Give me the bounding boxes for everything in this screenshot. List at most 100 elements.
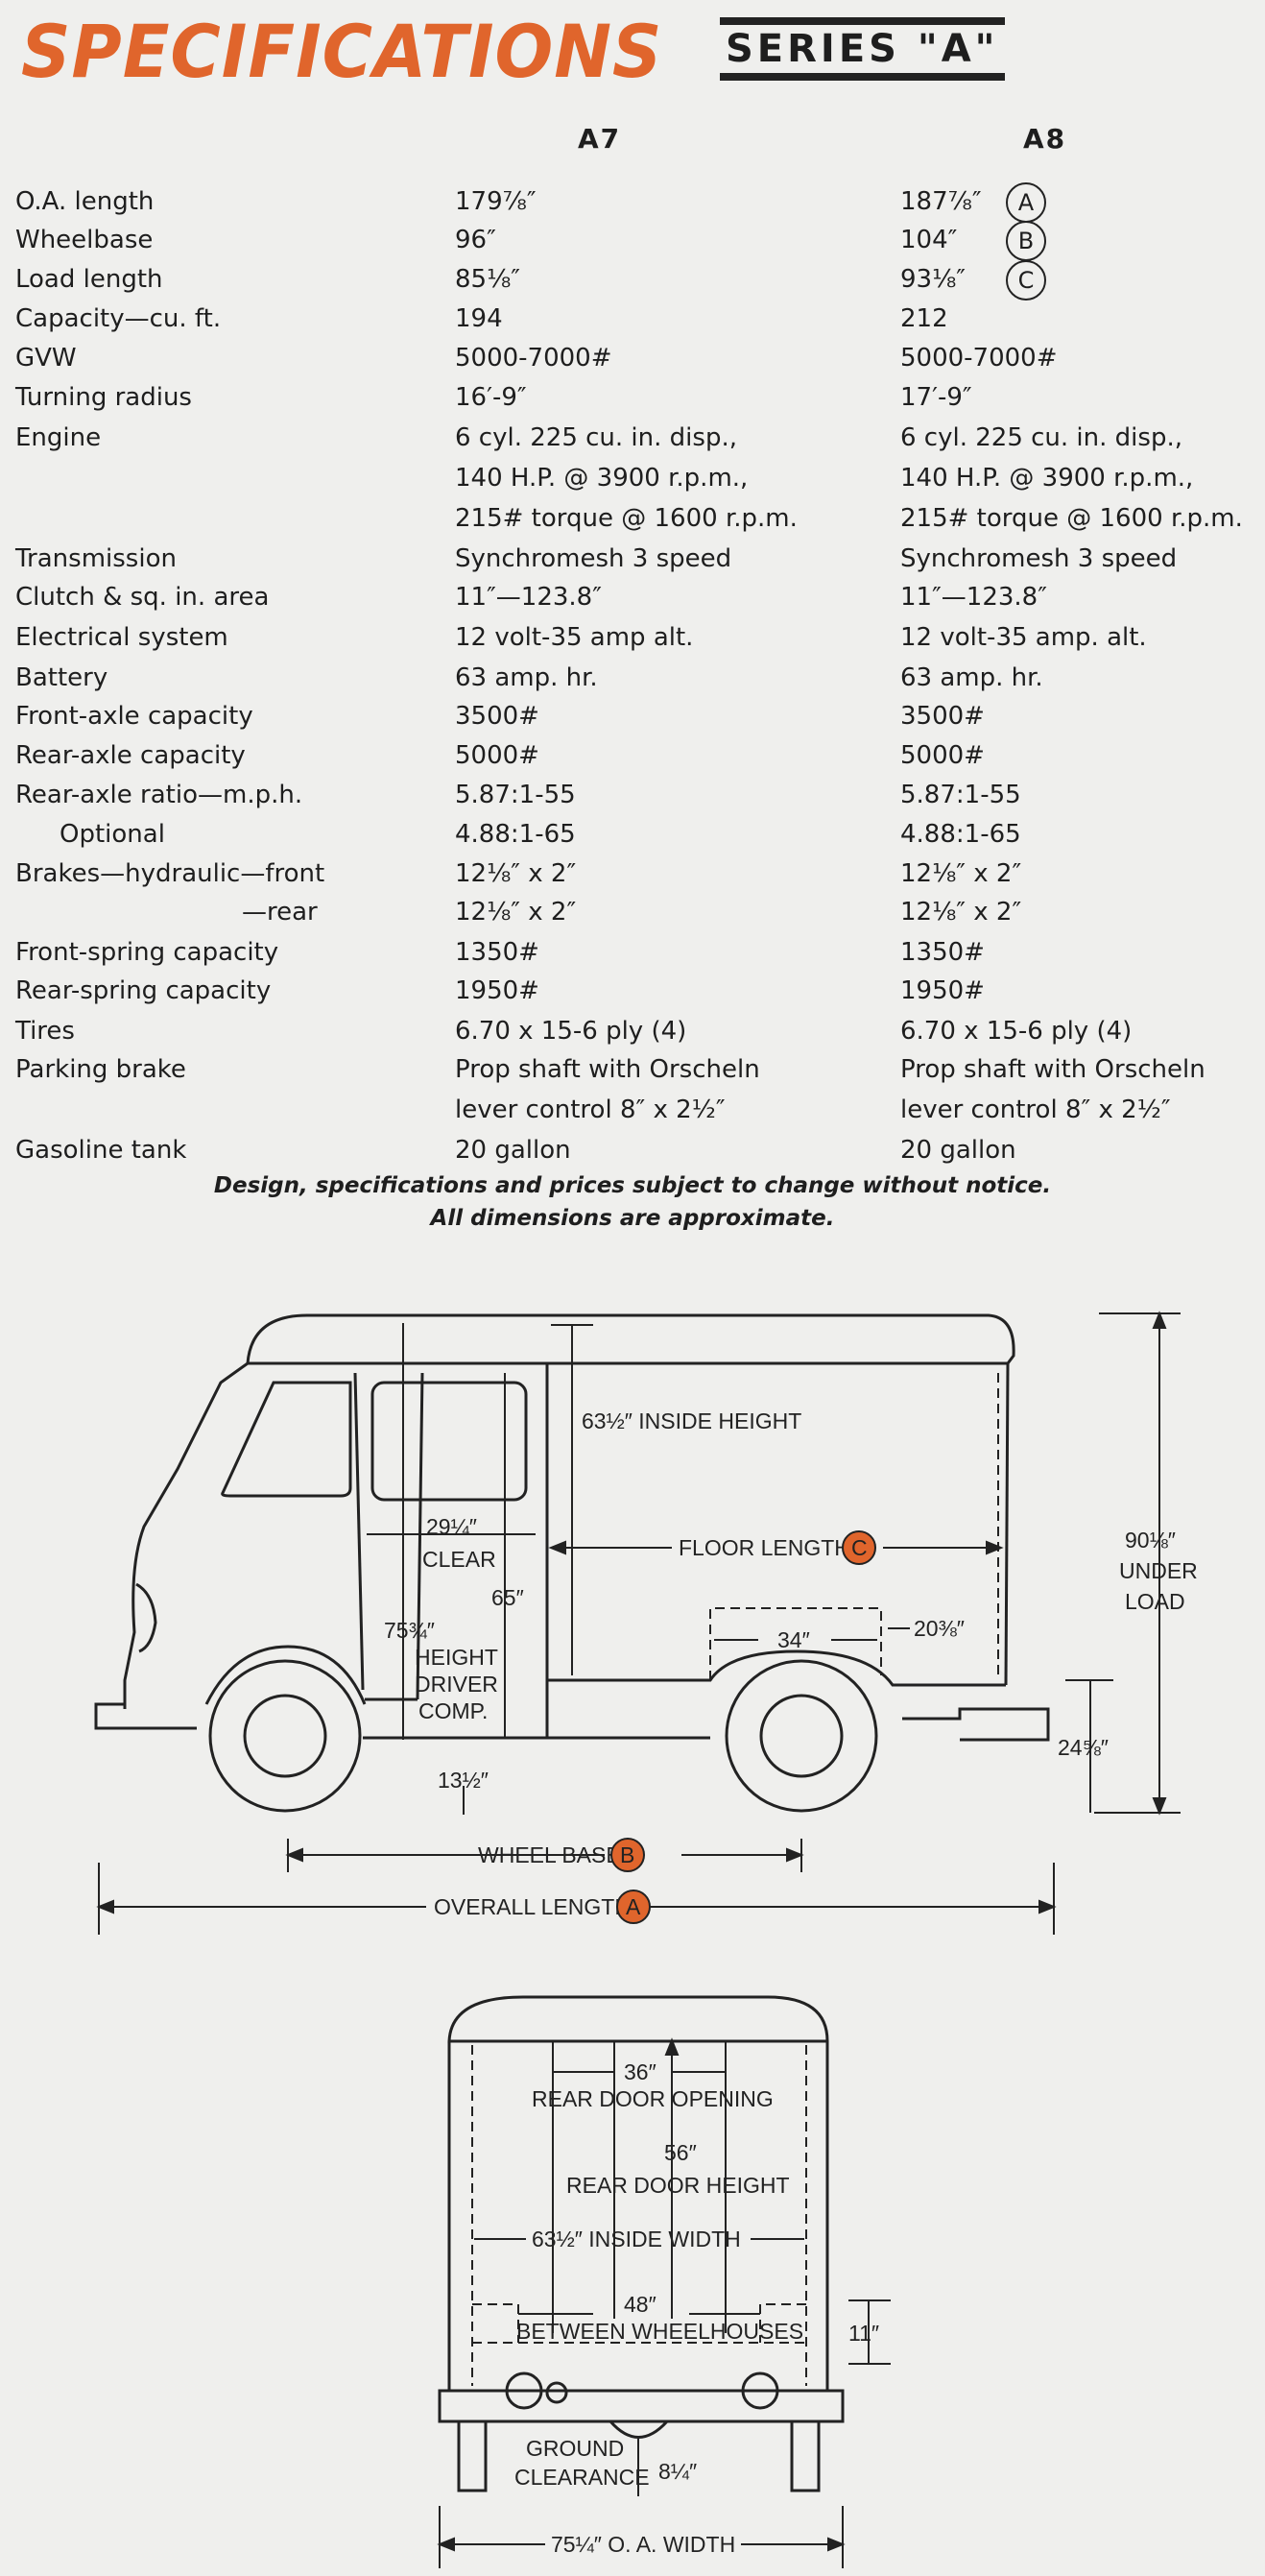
rear-door-height-label: REAR DOOR HEIGHT xyxy=(566,2173,790,2198)
spec-value-a7: 1950# xyxy=(455,976,539,1005)
spec-value-a7: 20 gallon xyxy=(455,1136,571,1165)
under-load-label-2: LOAD xyxy=(1125,1589,1185,1614)
spec-value-a7: 12 volt-35 amp alt. xyxy=(455,623,694,652)
height-label: HEIGHT xyxy=(415,1645,498,1670)
dim-8-label: 8¼″ xyxy=(658,2459,697,2484)
spec-value-a7: 5.87:1-55 xyxy=(455,781,576,809)
wheel-base-marker xyxy=(610,1838,645,1872)
spec-value-a8: 187⅞″ xyxy=(900,187,982,216)
spec-value-a8: 104″ xyxy=(900,226,958,254)
wheel-base-label: WHEEL BASE xyxy=(478,1842,621,1867)
spec-value-a8: 212 xyxy=(900,304,948,333)
spec-value-a8: 63 amp. hr. xyxy=(900,663,1043,692)
dim-48-label: 48″ xyxy=(624,2292,656,2317)
spec-value-a8: 140 H.P. @ 3900 r.p.m., xyxy=(900,464,1194,493)
spec-label: Clutch & sq. in. area xyxy=(15,583,270,612)
inside-width-label: 63½″ INSIDE WIDTH xyxy=(532,2227,741,2251)
spec-label: Brakes—hydraulic—front xyxy=(15,859,325,888)
clear-dim-label: 29¼″ xyxy=(426,1514,477,1539)
spec-label: Rear-spring capacity xyxy=(15,976,272,1005)
spec-value-a8: 5000# xyxy=(900,741,985,770)
spec-value-a7: 6.70 x 15-6 ply (4) xyxy=(455,1017,687,1046)
clearance-label: CLEARANCE xyxy=(514,2465,650,2490)
spec-value-a7: 215# torque @ 1600 r.p.m. xyxy=(455,504,798,533)
spec-value-a7: 96″ xyxy=(455,226,496,254)
floor-length-label: FLOOR LENGTH xyxy=(679,1535,850,1560)
floor-length-marker-text: C xyxy=(851,1535,868,1560)
spec-label: Front-axle capacity xyxy=(15,702,253,731)
spec-value-a8: 17′-9″ xyxy=(900,383,972,412)
spec-label: Front-spring capacity xyxy=(15,938,279,967)
dim-24-label: 24⅝″ xyxy=(1058,1735,1109,1760)
spec-label: Rear-axle ratio—m.p.h. xyxy=(15,781,303,809)
spec-label: Tires xyxy=(15,1017,75,1046)
overall-length-marker xyxy=(616,1890,651,1924)
series-label: SERIES "A" xyxy=(720,17,1005,81)
disclaimer-line-2: All dimensions are approximate. xyxy=(430,1206,835,1231)
spec-value-a7: 6 cyl. 225 cu. in. disp., xyxy=(455,423,737,452)
spec-value-a7: 85⅛″ xyxy=(455,265,520,294)
spec-value-a8: 12⅛″ x 2″ xyxy=(900,898,1022,927)
spec-label: Gasoline tank xyxy=(15,1136,187,1165)
column-header-a7: A7 xyxy=(578,123,622,155)
spec-value-a8: 5000-7000# xyxy=(900,344,1058,373)
rear-view-labels: 36″ REAR DOOR OPENING 56″ REAR DOOR HEIG… xyxy=(514,2059,879,2557)
driver-label: DRIVER xyxy=(415,1672,498,1697)
spec-label: Optional xyxy=(60,820,165,849)
between-wheelhouses-label: BETWEEN WHEELHOUSES xyxy=(516,2319,803,2344)
inside-height-label: 63½″ INSIDE HEIGHT xyxy=(582,1408,801,1433)
dim-65-label: 65″ xyxy=(491,1585,524,1610)
side-view-labels: 63½″ INSIDE HEIGHT 29¼″ CLEAR FLOOR LENG… xyxy=(384,1408,1198,1924)
spec-value-a8: 12⅛″ x 2″ xyxy=(900,859,1022,888)
dim-11-label: 11″ xyxy=(848,2321,879,2346)
spec-label: Battery xyxy=(15,663,108,692)
dim-75-label: 75¾″ xyxy=(384,1618,435,1643)
rear-wheel xyxy=(725,1659,878,1813)
spec-label: Parking brake xyxy=(15,1055,186,1084)
spec-label: Turning radius xyxy=(15,383,192,412)
clear-label: CLEAR xyxy=(422,1547,496,1572)
spec-value-a7: 5000-7000# xyxy=(455,344,612,373)
spec-label: Rear-axle capacity xyxy=(15,741,246,770)
floor-length-marker xyxy=(842,1530,876,1565)
column-header-a8: A8 xyxy=(1023,123,1067,155)
dim-34-label: 34″ xyxy=(777,1627,810,1652)
spec-label: Engine xyxy=(15,423,102,452)
spec-row: Rear-axle capacity 5000# 5000# xyxy=(0,736,1265,775)
spec-value-a7: 1350# xyxy=(455,938,539,967)
spec-row: Gasoline tank 20 gallon 20 gallon xyxy=(0,1131,1265,1169)
spec-value-a8: 1950# xyxy=(900,976,985,1005)
spec-value-a7: 179⅞″ xyxy=(455,187,537,216)
spec-label: Transmission xyxy=(15,544,177,573)
spec-value-a7: Prop shaft with Orscheln xyxy=(455,1055,760,1084)
under-load-label-1: UNDER xyxy=(1119,1558,1198,1583)
overall-length-label: OVERALL LENGTH xyxy=(434,1894,631,1919)
page-title: SPECIFICATIONS xyxy=(21,9,663,94)
spec-value-a7: 63 amp. hr. xyxy=(455,663,598,692)
spec-row: Engine 6 cyl. 225 cu. in. disp., 6 cyl. 22… xyxy=(0,419,1265,457)
spec-row: 215# torque @ 1600 r.p.m.215# torque @ 1… xyxy=(0,499,1265,538)
spec-value-a8: 6 cyl. 225 cu. in. disp., xyxy=(900,423,1182,452)
spec-value-a7: 12⅛″ x 2″ xyxy=(455,898,577,927)
dim-56-label: 56″ xyxy=(664,2140,697,2165)
spec-value-a8: 12 volt-35 amp. alt. xyxy=(900,623,1147,652)
spec-row: Battery 63 amp. hr. 63 amp. hr. xyxy=(0,659,1265,697)
dimension-marker: B xyxy=(1006,221,1046,261)
spec-value-a8: 20 gallon xyxy=(900,1136,1016,1165)
spec-row: 140 H.P. @ 3900 r.p.m.,140 H.P. @ 3900 r… xyxy=(0,459,1265,497)
spec-value-a7: 5000# xyxy=(455,741,539,770)
front-wheel xyxy=(208,1659,362,1813)
spec-value-a7: Synchromesh 3 speed xyxy=(455,544,732,573)
